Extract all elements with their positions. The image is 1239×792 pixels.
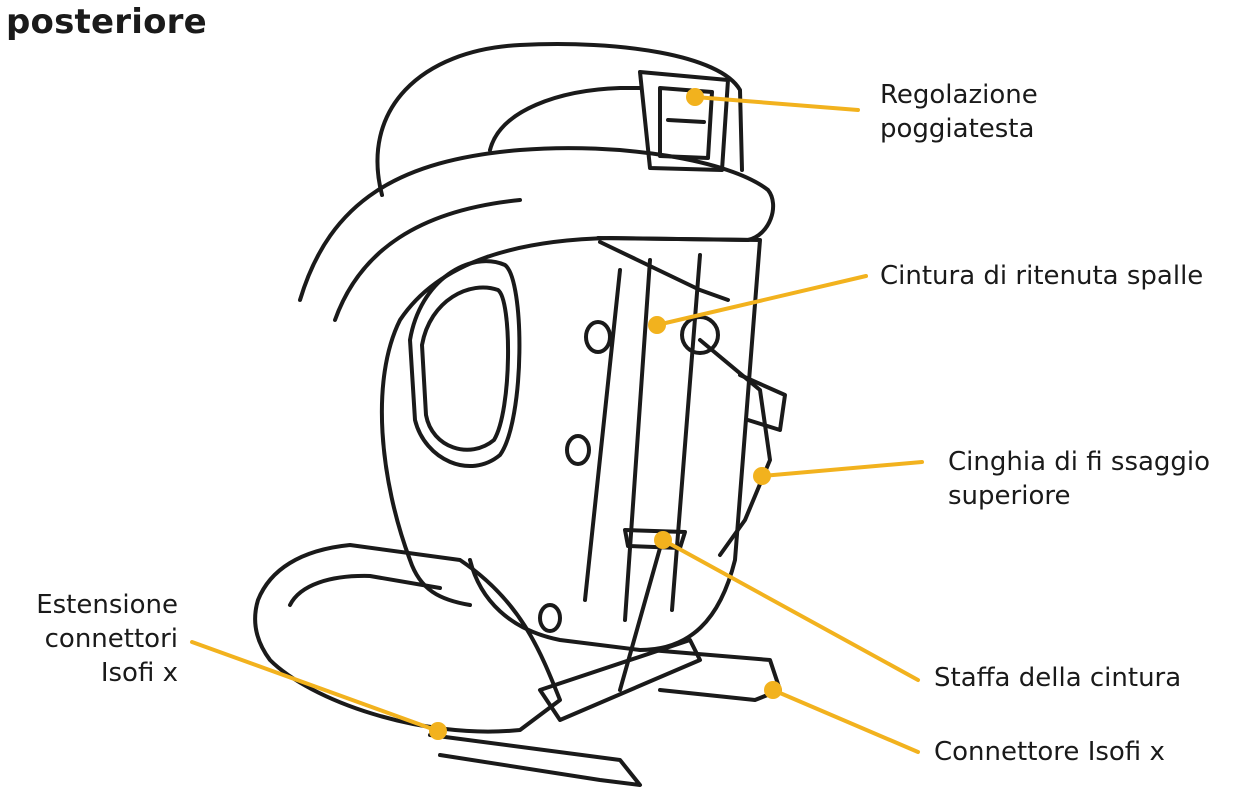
side-wing-outline — [298, 146, 776, 607]
side-ear-inner — [420, 285, 511, 452]
label-line: connettori — [44, 624, 178, 654]
backrest-rail-mid — [623, 258, 652, 622]
leader-dot-top-tether — [753, 467, 771, 485]
leader-dot-headrest — [686, 88, 704, 106]
shell-hole-2 — [565, 434, 591, 466]
leader-shoulder-belt — [655, 274, 868, 327]
leader-belt-bracket — [661, 538, 920, 682]
label-headrest-adjust: Regolazione poggiatesta — [880, 78, 1038, 146]
seat-cushion — [253, 543, 562, 734]
page-title: posteriore — [6, 2, 207, 42]
leader-dot-belt-bracket — [654, 531, 672, 549]
label-line: poggiatesta — [880, 114, 1035, 144]
headrest-outline — [375, 42, 744, 197]
leader-headrest — [693, 95, 860, 112]
label-isofix-connector: Connettore Isofi x — [934, 735, 1165, 769]
label-line: superiore — [948, 481, 1071, 511]
top-tether-strap — [698, 338, 772, 557]
backrest-shell — [468, 236, 762, 652]
leader-dot-isofix-extension — [429, 722, 447, 740]
seat-cushion-inner — [288, 573, 442, 607]
leader-top-tether — [760, 460, 924, 478]
label-line: Isofi x — [100, 658, 178, 688]
leader-dot-shoulder-belt — [648, 316, 666, 334]
label-belt-bracket: Staffa della cintura — [934, 661, 1181, 695]
label-top-tether: Cinghia di fi ssaggio superiore — [948, 445, 1210, 513]
leader-dot-isofix-connector — [764, 681, 782, 699]
isofix-rail-left — [428, 733, 642, 787]
label-line: Staffa della cintura — [934, 663, 1182, 693]
headrest-inner — [488, 86, 642, 152]
shell-hole-3 — [538, 603, 562, 633]
side-ear-outline — [408, 259, 522, 468]
leader-isofix-connector — [771, 688, 920, 754]
belt-bracket-rod — [618, 546, 662, 692]
shell-hole-1 — [584, 320, 612, 354]
headrest-adjust-inner — [666, 118, 706, 124]
leader-isofix-extension — [190, 640, 440, 733]
label-line: Estensione — [36, 590, 178, 620]
label-isofix-extension: Estensione connettori Isofi x — [6, 588, 178, 690]
top-tether-hook — [738, 373, 787, 432]
base-plate — [538, 638, 702, 722]
label-shoulder-belt: Cintura di ritenuta spalle — [880, 259, 1203, 293]
side-wing-inner — [333, 198, 522, 322]
label-line: Connettore Isofi x — [934, 737, 1165, 767]
backrest-rail-left — [583, 268, 622, 602]
label-line: Cintura di ritenuta spalle — [880, 261, 1204, 291]
shoulder-belt-guide — [598, 240, 730, 302]
label-line: Regolazione — [880, 80, 1038, 110]
label-line: Cinghia di fi ssaggio — [948, 447, 1211, 477]
belt-clip — [680, 315, 720, 355]
